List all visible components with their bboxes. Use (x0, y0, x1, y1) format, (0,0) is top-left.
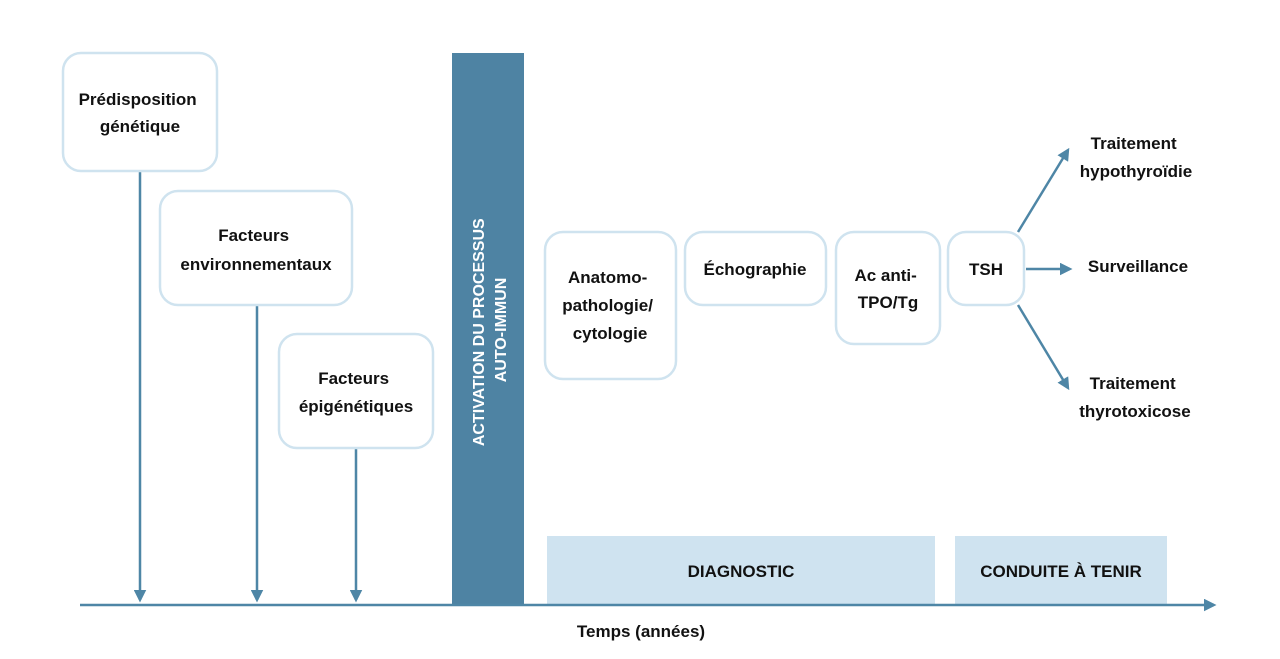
conduite-band-label: CONDUITE À TENIR (980, 562, 1142, 581)
svg-text:Facteurs environnementau: Facteurs environnementaux (180, 226, 332, 274)
diagnostic-band-label: DIAGNOSTIC (688, 562, 795, 581)
arrow-to-thyrotoxicosis-treatment (1016, 304, 1070, 391)
svg-text:Prédisposition génétique: Prédisposition génétique (79, 90, 202, 136)
tsh-box: TSH (946, 230, 1026, 307)
surveillance-label: Surveillance (1088, 257, 1188, 276)
svg-text:Échographie: Échographie (704, 260, 807, 279)
svg-text:Ac anti- TPO/Tg: Ac anti- TPO/Tg (854, 266, 921, 312)
thyrotoxicosis-treatment-label: Traitement thyrotoxicose (1079, 374, 1190, 421)
time-axis-label: Temps (années) (577, 622, 705, 641)
svg-text:Facteurs épigénétiques: Facteurs épigénétiques (299, 369, 413, 416)
genetic-factor-box: Prédisposition génétique (61, 51, 219, 173)
hypothyroid-treatment-label: Traitement hypothyroïdie (1080, 134, 1192, 181)
epigenetic-factor-box: Facteurs épigénétiques (277, 332, 435, 450)
activation-bar (452, 53, 524, 606)
anatomo-pathology-box: Anatomo- pathologie/ cytologie (543, 230, 678, 381)
ac-anti-tpo-box: Ac anti- TPO/Tg (834, 230, 942, 346)
svg-text:Anatomo- pathologie/: Anatomo- pathologie/ cytologie (562, 268, 657, 343)
svg-text:TSH: TSH (969, 260, 1003, 279)
echographie-box: Échographie (683, 230, 828, 307)
environmental-factor-box: Facteurs environnementaux (158, 189, 354, 307)
diagnostic-band (547, 536, 935, 604)
arrow-to-hypothyroid-treatment (1016, 147, 1070, 233)
activation-label: ACTIVATION DU PROCESSUS AUTO-IMMUN (471, 214, 510, 446)
conduite-band (955, 536, 1167, 604)
